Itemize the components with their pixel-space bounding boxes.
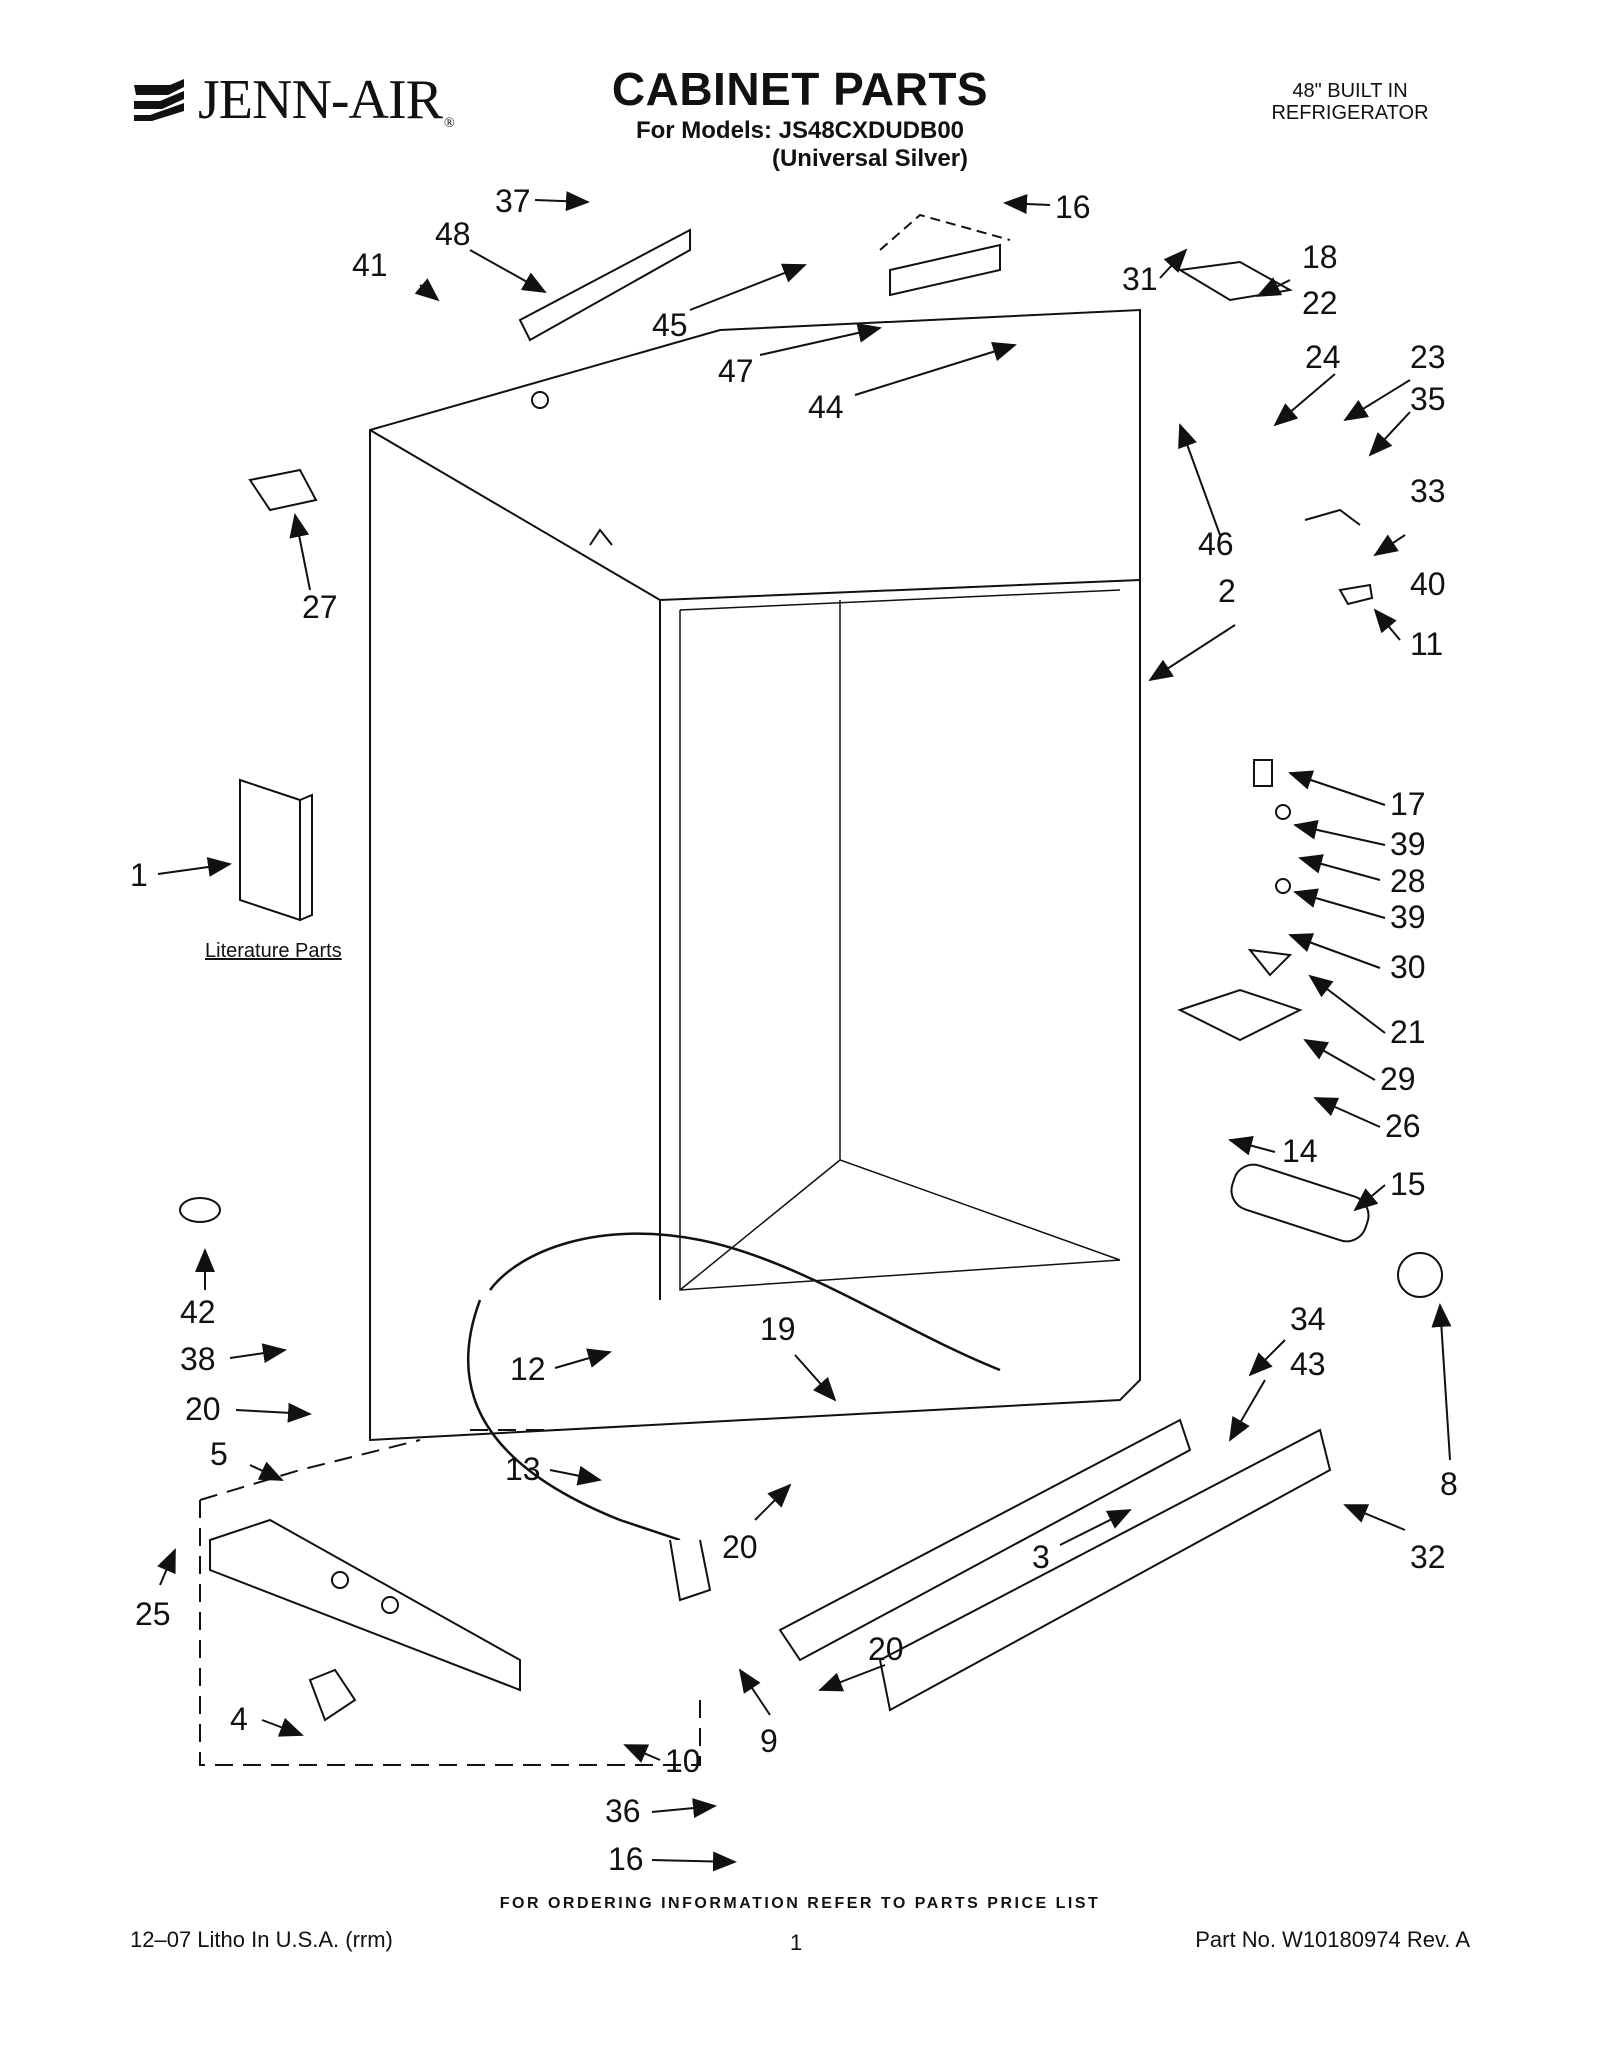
cabinet-drawing bbox=[179, 213, 1443, 1766]
callout: 48 bbox=[435, 216, 471, 252]
part-number: Part No. W10180974 Rev. A bbox=[1195, 1927, 1470, 1952]
callout: 21 bbox=[1390, 1014, 1426, 1050]
callout: 31 bbox=[1122, 261, 1158, 297]
callout: 20 bbox=[722, 1529, 758, 1565]
callout: 44 bbox=[808, 389, 844, 425]
callout: 20 bbox=[868, 1631, 904, 1667]
callout: 8 bbox=[1440, 1466, 1458, 1502]
jenn-air-logo-icon bbox=[134, 79, 184, 121]
callout: 2 bbox=[1218, 573, 1236, 609]
callout: 40 bbox=[1410, 566, 1446, 602]
callout: 43 bbox=[1290, 1346, 1326, 1382]
callout: 3 bbox=[1032, 1539, 1050, 1575]
callout: 41 bbox=[352, 247, 388, 283]
page-title: CABINET PARTS bbox=[611, 63, 989, 115]
callout: 33 bbox=[1410, 473, 1446, 509]
callout: 28 bbox=[1390, 863, 1426, 899]
callout: 19 bbox=[760, 1311, 796, 1347]
callout: 9 bbox=[760, 1723, 778, 1759]
callout-arrows bbox=[157, 191, 1452, 1872]
callout: 29 bbox=[1380, 1061, 1416, 1097]
callout: 36 bbox=[605, 1793, 641, 1829]
callout: 11 bbox=[1410, 626, 1443, 662]
callout: 22 bbox=[1302, 285, 1338, 321]
callout: 46 bbox=[1198, 526, 1234, 562]
callout: 15 bbox=[1390, 1166, 1426, 1202]
callout: 37 bbox=[495, 183, 531, 219]
callout: 16 bbox=[608, 1841, 644, 1877]
callout: 45 bbox=[652, 307, 688, 343]
callout: 18 bbox=[1302, 239, 1338, 275]
callout: 32 bbox=[1410, 1539, 1446, 1575]
callout: 16 bbox=[1055, 189, 1091, 225]
callout: 10 bbox=[665, 1743, 701, 1779]
callout: 39 bbox=[1390, 826, 1426, 862]
product-line-2: REFRIGERATOR bbox=[1271, 102, 1429, 124]
callout: 5 bbox=[210, 1436, 228, 1472]
callout: 14 bbox=[1282, 1133, 1318, 1169]
callout: 24 bbox=[1305, 339, 1341, 375]
callout: 20 bbox=[185, 1391, 221, 1427]
callout: 34 bbox=[1290, 1301, 1326, 1337]
callout: 26 bbox=[1385, 1108, 1421, 1144]
callout: 17 bbox=[1390, 786, 1426, 822]
registered-mark: ® bbox=[443, 116, 455, 131]
callout: 42 bbox=[180, 1294, 216, 1330]
literature-parts-label: Literature Parts bbox=[205, 940, 342, 962]
callout: 13 bbox=[505, 1451, 541, 1487]
callout: 27 bbox=[302, 589, 338, 625]
callout: 47 bbox=[718, 353, 754, 389]
ordering-note: FOR ORDERING INFORMATION REFER TO PARTS … bbox=[499, 1895, 1101, 1912]
callout: 25 bbox=[135, 1596, 171, 1632]
callout: 1 bbox=[130, 857, 148, 893]
product-type: 48" BUILT IN REFRIGERATOR bbox=[1230, 80, 1470, 124]
brand-logo: JENN-AIR® bbox=[130, 60, 455, 140]
model-info: For Models: JS48CXDUDB00 (Universal Silv… bbox=[560, 117, 1040, 173]
callout: 12 bbox=[510, 1351, 546, 1387]
callout: 30 bbox=[1390, 949, 1426, 985]
litho-line: 12–07 Litho In U.S.A. (rrm) bbox=[130, 1927, 393, 1952]
callout: 4 bbox=[230, 1701, 248, 1737]
callout: 39 bbox=[1390, 899, 1426, 935]
page-number: 1 bbox=[790, 1930, 803, 1955]
color-line: (Universal Silver) bbox=[771, 145, 969, 172]
callout: 23 bbox=[1410, 339, 1446, 375]
callout-labels: 37 16 48 41 45 47 44 31 18 22 24 23 35 3… bbox=[130, 183, 1458, 1877]
brand-name: JENN-AIR® bbox=[198, 68, 455, 132]
brand-name-text: JENN-AIR bbox=[198, 69, 443, 131]
product-line-1: 48" BUILT IN bbox=[1292, 80, 1408, 102]
callout: 35 bbox=[1410, 381, 1446, 417]
models-line: For Models: JS48CXDUDB00 bbox=[635, 117, 965, 144]
callout: 38 bbox=[180, 1341, 216, 1377]
